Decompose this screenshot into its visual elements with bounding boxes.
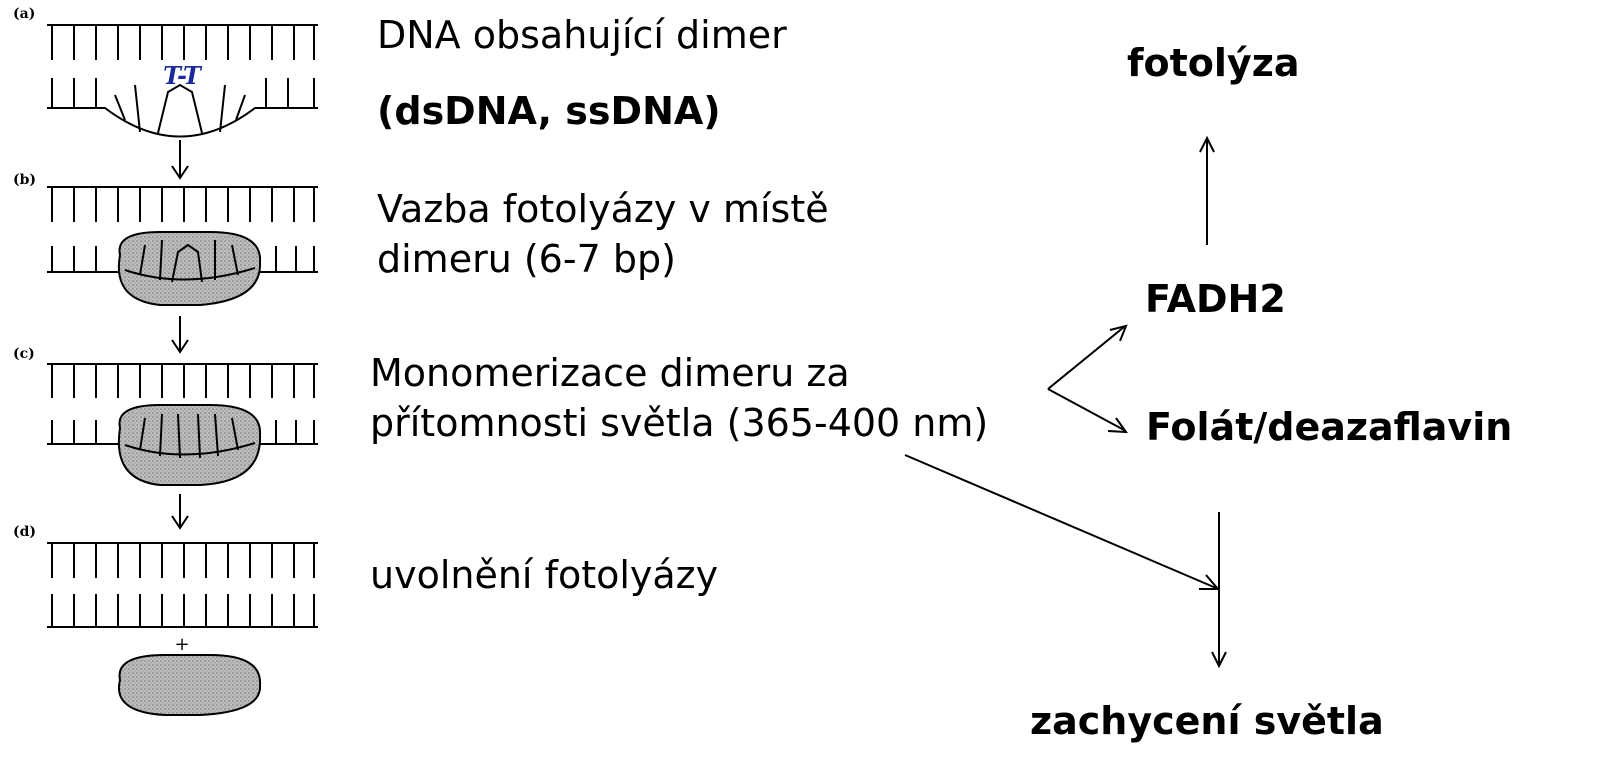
arrow-to-fadh2	[1047, 324, 1128, 390]
panel-label-c: (c)	[13, 346, 35, 362]
fotolyza-label: fotolýza	[1127, 41, 1300, 85]
down-arrow-icon	[171, 140, 189, 180]
panel-d-dna	[47, 542, 318, 628]
step-a-text: DNA obsahující dimer	[377, 13, 787, 57]
panel-label-b: (b)	[13, 172, 37, 188]
arrow-fadh2-to-fotolyza	[1199, 135, 1215, 245]
photolyase-enzyme-b	[117, 231, 262, 306]
photolyase-enzyme-free	[117, 654, 262, 716]
step-b-text-line1: Vazba fotolyázy v místě	[377, 187, 829, 231]
dimer-label: T-T	[163, 61, 203, 90]
panel-a-dna	[47, 24, 318, 138]
step-d-text: uvolnění fotolyázy	[370, 553, 719, 597]
fadh2-label: FADH2	[1145, 277, 1286, 321]
folat-label: Folát/deazaflavin	[1146, 405, 1513, 449]
step-c-text-line1: Monomerizace dimeru za	[370, 351, 850, 395]
panel-label-a: (a)	[13, 6, 36, 22]
photolyase-enzyme-c	[117, 404, 262, 486]
step-b-text-line2: dimeru (6-7 bp)	[377, 237, 676, 281]
arrow-light-to-capture	[904, 454, 1221, 590]
step-a-subtext: (dsDNA, ssDNA)	[377, 89, 721, 133]
arrow-to-folat	[1047, 388, 1129, 434]
arrow-folat-to-zachyceni	[1211, 512, 1227, 669]
down-arrow-icon	[171, 316, 189, 354]
zachyceni-label: zachycení světla	[1030, 699, 1384, 743]
step-c-text-line2: přítomnosti světla (365-400 nm)	[370, 401, 989, 445]
panel-label-d: (d)	[13, 524, 37, 540]
down-arrow-icon	[171, 494, 189, 530]
plus-sign: +	[174, 634, 189, 655]
